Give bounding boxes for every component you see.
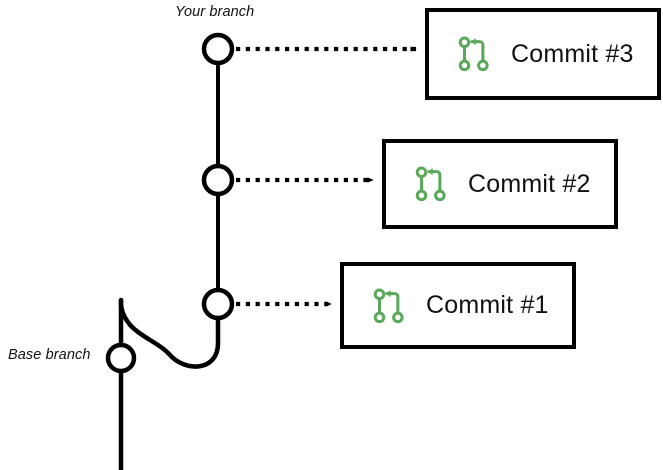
- commit-box-3[interactable]: Commit #3: [425, 8, 661, 100]
- commit-node-2[interactable]: [201, 163, 235, 197]
- commit-box-2[interactable]: Commit #2: [382, 139, 618, 229]
- commit-box-1[interactable]: Commit #1: [340, 262, 576, 349]
- commit-box-2-label: Commit #2: [468, 169, 591, 198]
- git-pull-request-icon: [415, 166, 446, 202]
- commit-node-1[interactable]: [201, 287, 235, 321]
- your-branch-label: Your branch: [175, 4, 255, 20]
- commit-box-3-label: Commit #3: [511, 39, 634, 68]
- base-branch-label: Base branch: [8, 347, 91, 363]
- git-pull-request-icon: [373, 288, 404, 323]
- base-branch-node[interactable]: [105, 342, 137, 374]
- git-pull-request-icon: [458, 36, 489, 72]
- merge-curve: [118, 297, 221, 369]
- commit-node-3[interactable]: [201, 32, 235, 66]
- commit-box-1-label: Commit #1: [426, 291, 549, 319]
